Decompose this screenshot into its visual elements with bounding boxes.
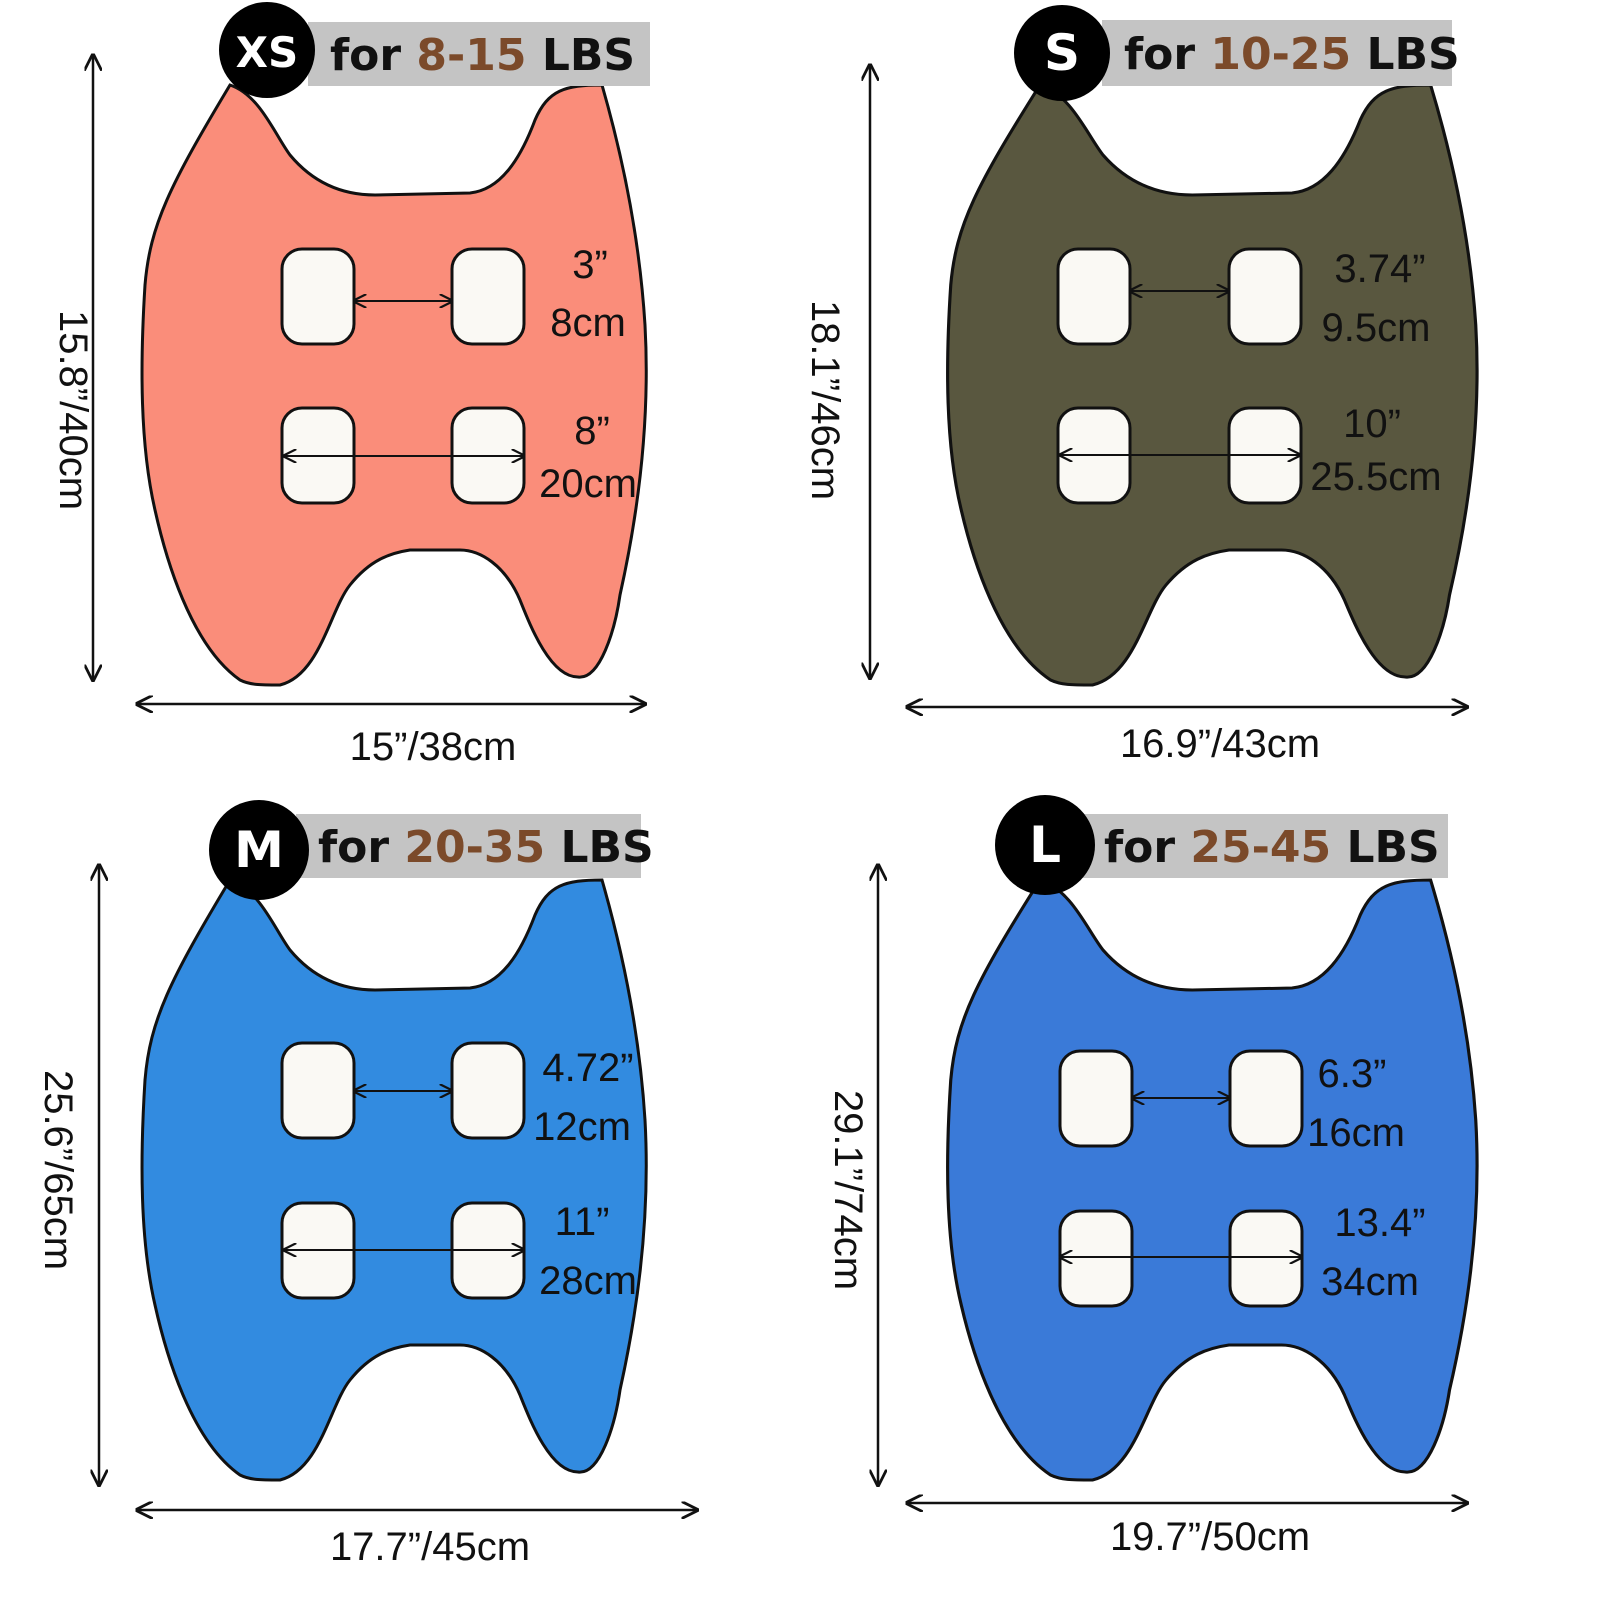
height-label: 15.8”/40cm [51,310,95,510]
adhesive-pad [1227,247,1303,346]
weight-tag-text: for 8-15 LBS [330,30,635,81]
bottom-gap-inches: 11” [555,1200,610,1244]
weight-unit: LBS [1351,29,1460,80]
mat-shape [946,878,1479,1482]
bottom-gap-cm: 34cm [1321,1260,1419,1304]
size-panel-s: 3.74” 9.5cm 10” 25.5cm 18.1”/46cm 16.9”/43cm f… [803,5,1479,766]
weight-unit: LBS [527,30,636,81]
for-word: for [1104,822,1190,873]
weight-tag [296,814,641,878]
adhesive-pad [1228,1209,1304,1308]
top-gap-cm: 8cm [550,301,626,345]
adhesive-pad [1058,1209,1134,1308]
weight-unit: LBS [545,822,654,873]
weight-range: 20-35 [404,822,545,873]
for-word: for [330,30,416,81]
weight-tag [1102,20,1452,86]
bottom-gap-inches: 10” [1343,402,1401,446]
weight-tag [1082,814,1448,878]
weight-range: 10-25 [1210,29,1351,80]
size-badge-label: S [1044,24,1080,82]
mat-shape [946,83,1479,687]
height-label: 18.1”/46cm [803,300,847,500]
weight-range: 25-45 [1190,822,1331,873]
size-badge [1014,5,1110,101]
weight-tag-text: for 25-45 LBS [1104,822,1440,873]
width-label: 19.7”/50cm [1110,1515,1310,1559]
top-gap-cm: 12cm [533,1105,631,1149]
size-badge-label: M [234,821,284,879]
size-badge [219,2,315,98]
top-gap-inches: 3.74” [1334,247,1425,291]
bottom-gap-cm: 28cm [539,1259,637,1303]
width-label: 15”/38cm [350,725,517,769]
adhesive-pad [280,1041,356,1140]
bottom-gap-inches: 8” [574,409,610,453]
adhesive-pad [450,247,526,346]
width-label: 17.7”/45cm [330,1525,530,1569]
size-panel-xs: 3” 8cm 8” 20cm 15.8”/40cm 15”/38cm for 8-15 LB… [51,2,650,769]
size-badge-label: L [1029,816,1061,874]
size-badge [995,795,1095,895]
for-word: for [1124,29,1210,80]
adhesive-pad [1056,247,1132,346]
weight-tag-text: for 20-35 LBS [318,822,654,873]
adhesive-pad [1058,1049,1134,1148]
top-gap-cm: 16cm [1307,1111,1405,1155]
size-panel-l: 6.3” 16cm 13.4” 34cm 29.1”/74cm 19.7”/50cm for… [826,795,1479,1559]
weight-tag-text: for 10-25 LBS [1124,29,1460,80]
bottom-gap-inches: 13.4” [1334,1201,1425,1245]
adhesive-pad [1228,1049,1304,1148]
weight-tag [308,22,650,86]
weight-unit: LBS [1331,822,1440,873]
bottom-gap-cm: 20cm [539,462,637,506]
size-badge-label: XS [236,28,299,77]
adhesive-pad [450,1041,526,1140]
top-gap-inches: 4.72” [542,1046,633,1090]
adhesive-pad [280,247,356,346]
top-gap-inches: 6.3” [1318,1052,1387,1096]
height-label: 29.1”/74cm [826,1090,870,1290]
top-gap-cm: 9.5cm [1322,306,1431,350]
weight-range: 8-15 [416,30,526,81]
height-label: 25.6”/65cm [36,1070,80,1270]
size-panel-m: 4.72” 12cm 11” 28cm 25.6”/65cm 17.7”/45cm for … [36,800,697,1569]
size-badge [209,800,309,900]
mat-shape [140,83,648,687]
for-word: for [318,822,404,873]
bottom-gap-cm: 25.5cm [1310,455,1441,499]
mat-shape [140,878,648,1482]
width-label: 16.9”/43cm [1120,722,1320,766]
top-gap-inches: 3” [572,243,608,287]
